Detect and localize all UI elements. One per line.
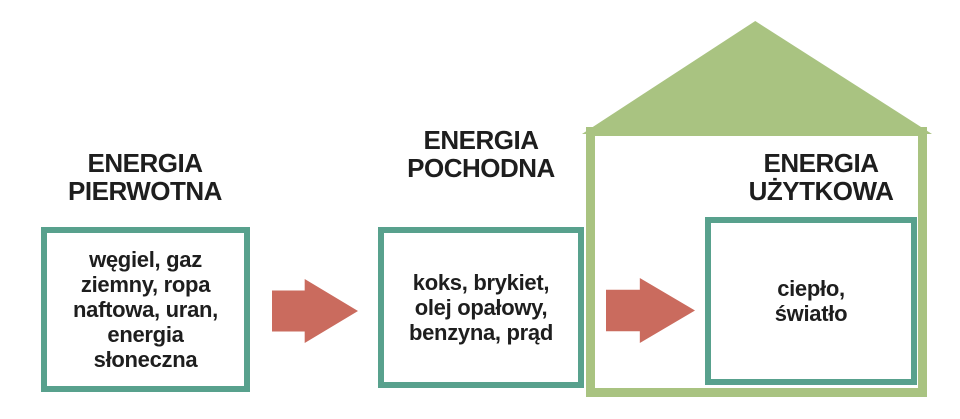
usable-energy-items: ciepło, światło bbox=[774, 276, 848, 326]
stage-title-primary-energy: ENERGIA PIERWOTNA bbox=[68, 148, 222, 206]
usable-energy-box: ciepło, światło bbox=[705, 217, 917, 385]
derived-energy-items: koks, brykiet, olej opałowy, benzyna, pr… bbox=[408, 270, 554, 345]
arrow-right-icon bbox=[272, 279, 358, 343]
house-roof-icon bbox=[582, 21, 932, 134]
stage-title-usable-energy: ENERGIA UŻYTKOWA bbox=[748, 148, 894, 206]
stage-title-derived-energy: ENERGIA POCHODNA bbox=[407, 125, 555, 183]
primary-energy-items: węgiel, gaz ziemny, ropa naftowa, uran, … bbox=[73, 247, 218, 372]
primary-energy-box: węgiel, gaz ziemny, ropa naftowa, uran, … bbox=[41, 227, 250, 392]
derived-energy-box: koks, brykiet, olej opałowy, benzyna, pr… bbox=[378, 227, 584, 388]
